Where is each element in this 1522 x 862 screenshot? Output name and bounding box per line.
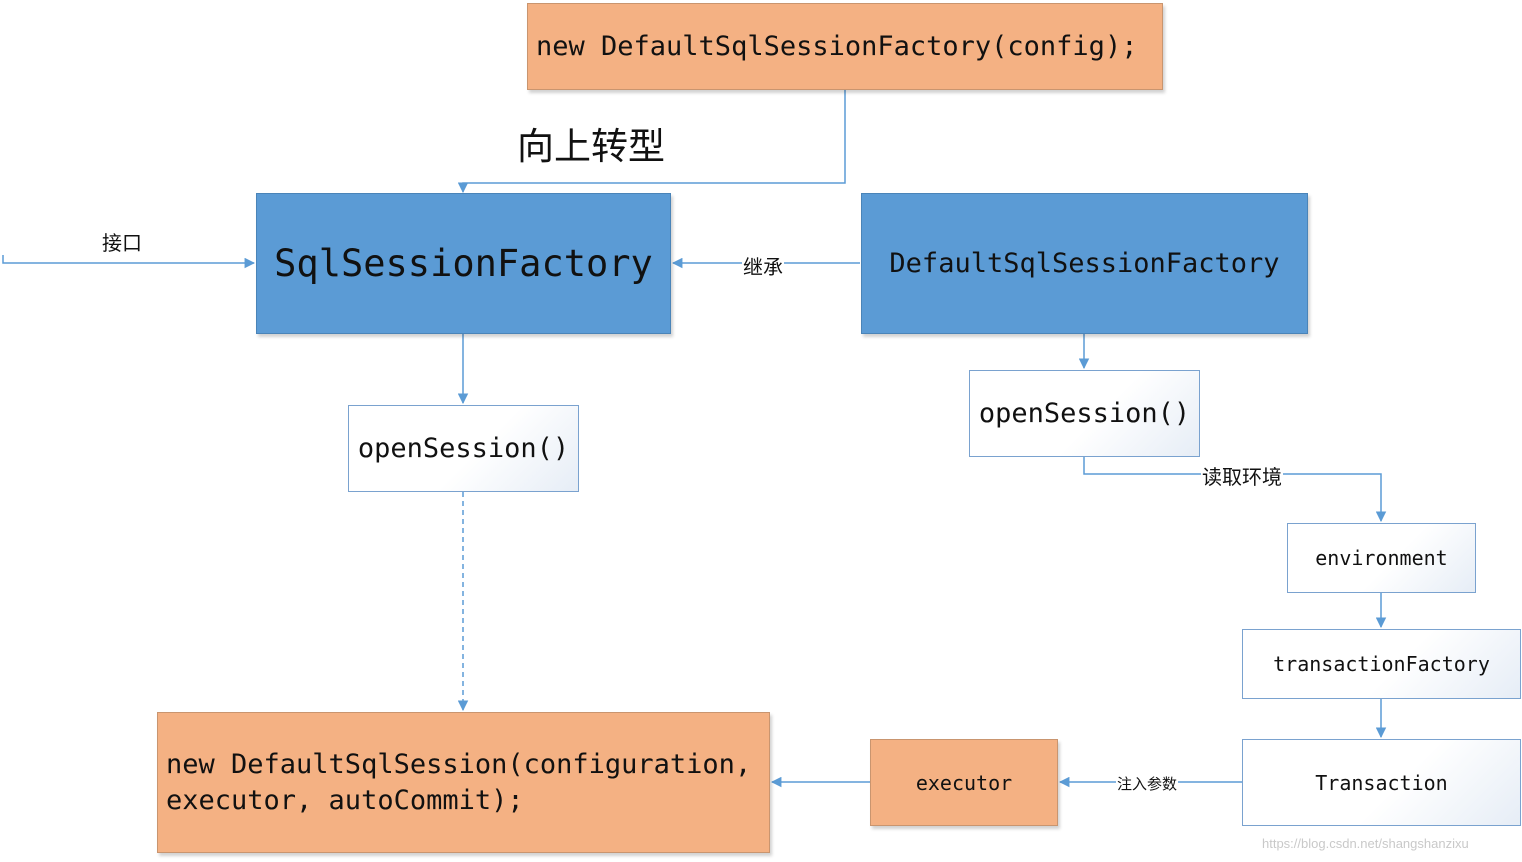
inject-params-label: 注入参数 <box>1116 773 1179 794</box>
transaction-factory-text: transactionFactory <box>1273 652 1490 676</box>
watermark: https://blog.csdn.net/shangshanzixu <box>1262 836 1469 851</box>
default-sql-session-factory-text: DefaultSqlSessionFactory <box>889 248 1280 279</box>
open-session-left-box: openSession() <box>348 405 579 492</box>
environment-box: environment <box>1287 523 1476 593</box>
executor-text: executor <box>915 770 1013 795</box>
open-session-right-text: openSession() <box>978 398 1191 429</box>
environment-text: environment <box>1315 546 1448 570</box>
default-sql-session-factory-box: DefaultSqlSessionFactory <box>861 193 1308 334</box>
sql-session-factory-box: SqlSessionFactory <box>256 193 671 334</box>
executor-box: executor <box>870 739 1058 826</box>
new-default-sql-session-text: new DefaultSqlSession(configuration, exe… <box>166 748 752 816</box>
inherit-label: 继承 <box>742 251 784 280</box>
new-default-sql-session-factory-box: new DefaultSqlSessionFactory(config); <box>527 3 1163 90</box>
transaction-factory-box: transactionFactory <box>1242 629 1521 699</box>
open-session-right-box: openSession() <box>969 370 1200 457</box>
transaction-text: Transaction <box>1315 770 1448 795</box>
interface-connector <box>2 255 256 269</box>
new-default-sql-session-factory-text: new DefaultSqlSessionFactory(config); <box>536 31 1138 62</box>
upcast-connector <box>457 90 846 194</box>
read-env-label: 读取环境 <box>1201 461 1283 490</box>
interface-label: 接口 <box>102 231 142 255</box>
transaction-box: Transaction <box>1242 739 1521 826</box>
new-default-sql-session-box: new DefaultSqlSession(configuration, exe… <box>157 712 770 853</box>
open-session-left-text: openSession() <box>357 433 570 464</box>
sql-session-factory-text: SqlSessionFactory <box>274 242 653 285</box>
upcast-label: 向上转型 <box>517 125 665 168</box>
